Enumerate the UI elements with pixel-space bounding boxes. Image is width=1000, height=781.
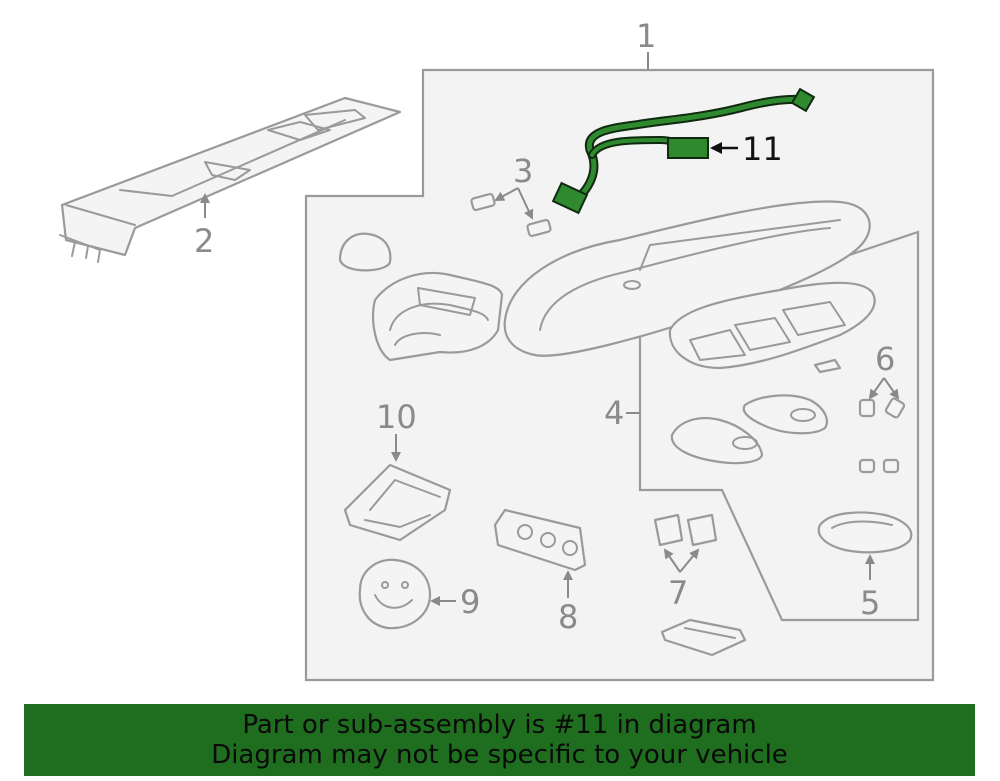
screw-part-3b[interactable] (526, 218, 552, 238)
callout-10: 10 (376, 398, 417, 436)
bulb-part-6b[interactable] (884, 397, 906, 419)
lens-part-9[interactable] (358, 558, 432, 630)
callout-6: 6 (875, 340, 895, 378)
banner-line-2: Diagram may not be specific to your vehi… (211, 740, 788, 770)
callout-5: 5 (860, 584, 880, 622)
callout-6-arrow-a (868, 377, 885, 400)
bulb-part-6c[interactable] (858, 458, 876, 474)
dome-lens[interactable] (338, 232, 392, 272)
info-banner: Part or sub-assembly is #11 in diagram D… (24, 704, 975, 776)
lamp-socket-part-7a[interactable] (653, 513, 684, 547)
callout-3: 3 (513, 152, 533, 190)
bulb-part-6d[interactable] (882, 458, 900, 474)
bulb-part-6a[interactable] (858, 398, 876, 418)
callout-3-arrow-b (517, 187, 534, 220)
screw-part-3a[interactable] (470, 192, 496, 212)
callout-3-arrow-a (494, 187, 519, 201)
callout-2: 2 (194, 222, 214, 260)
callout-11: 11 (742, 130, 783, 168)
callout-7: 7 (668, 574, 688, 612)
storage-bin-part-10[interactable] (343, 463, 452, 542)
lamp-socket-part-7b[interactable] (686, 513, 718, 547)
console-bezel[interactable] (372, 271, 504, 362)
callout-7-arrow-b (679, 548, 700, 573)
reading-lamp-right[interactable] (742, 394, 828, 435)
parts-diagram: 1 2 3 11 (59, 17, 935, 682)
overhead-panel-part-2[interactable] (59, 96, 402, 263)
banner-line-1: Part or sub-assembly is #11 in diagram (242, 710, 757, 740)
callout-1: 1 (636, 17, 656, 55)
callout-6-arrow-b (883, 377, 900, 400)
callout-4: 4 (604, 394, 624, 432)
callout-7-arrow-a (663, 548, 681, 573)
mount-bracket[interactable] (660, 618, 747, 657)
callout-8: 8 (558, 598, 578, 636)
subassembly-console[interactable] (668, 281, 876, 370)
bulb-clip[interactable] (813, 358, 842, 374)
callout-9: 9 (460, 583, 480, 621)
reading-lamp-left[interactable] (670, 417, 764, 465)
console-housing[interactable] (503, 200, 871, 357)
wiring-harness-part-11[interactable] (551, 87, 816, 215)
lamp-lens-part-5[interactable] (817, 511, 913, 554)
switch-panel-part-8[interactable] (493, 508, 587, 572)
